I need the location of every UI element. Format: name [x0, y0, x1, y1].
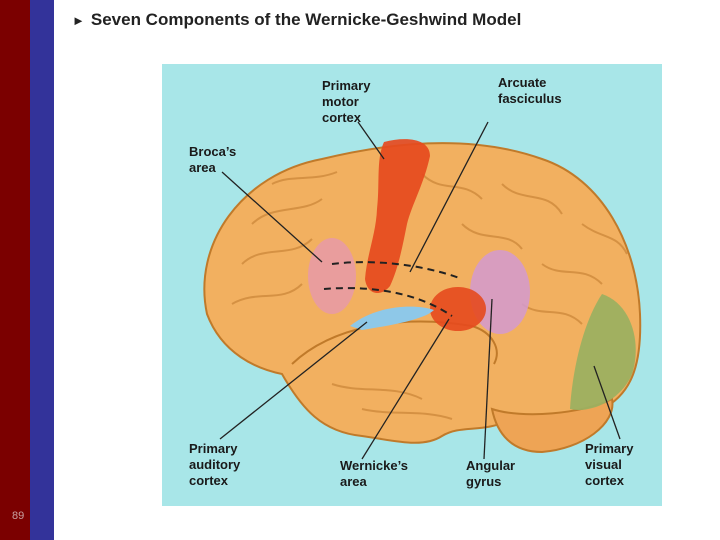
label-primary-visual-cortex: Primary visual cortex: [585, 441, 634, 488]
label-angular-gyrus: Angular gyrus: [466, 458, 516, 489]
slide-number: 89: [12, 510, 25, 522]
leader-arcuate: [409, 121, 489, 273]
brocas-area-region: [308, 238, 356, 314]
leader-broca: [221, 171, 323, 263]
leader-angular: [483, 298, 493, 460]
leader-motor: [357, 121, 385, 160]
visual-cortex-region: [570, 294, 636, 410]
leader-visual: [593, 365, 621, 440]
slide-title: ► Seven Components of the Wernicke-Geshwi…: [72, 10, 521, 30]
label-primary-auditory-cortex: Primary auditory cortex: [189, 441, 241, 488]
slide-title-text: Seven Components of the Wernicke-Geshwin…: [90, 10, 522, 29]
label-brocas-area: Broca’s area: [189, 144, 237, 175]
wernickes-area-region: [430, 287, 486, 331]
arcuate-fasciculus-path-lower: [323, 287, 453, 317]
auditory-cortex-region: [350, 306, 434, 330]
leader-wernicke: [361, 318, 450, 460]
leader-auditory: [219, 321, 368, 440]
bullet-arrow-icon: ►: [72, 13, 85, 28]
gyri-texture: [231, 171, 628, 420]
label-primary-motor-cortex: Primary motor cortex: [322, 78, 371, 125]
arcuate-fasciculus-path: [331, 261, 463, 280]
label-arcuate-fasciculus: Arcuate fasciculus: [498, 75, 562, 106]
brain-illustration: [203, 121, 642, 460]
cerebellum-shape: [490, 397, 614, 454]
leader-lines: [219, 121, 621, 460]
blue-accent-bar: [30, 0, 54, 540]
left-accent-bar: [0, 0, 30, 540]
brain-diagram-panel: Primary motor cortex Arcuate fasciculus …: [162, 64, 662, 506]
label-wernickes-area: Wernicke’s area: [340, 458, 408, 489]
motor-cortex-region: [365, 139, 430, 294]
